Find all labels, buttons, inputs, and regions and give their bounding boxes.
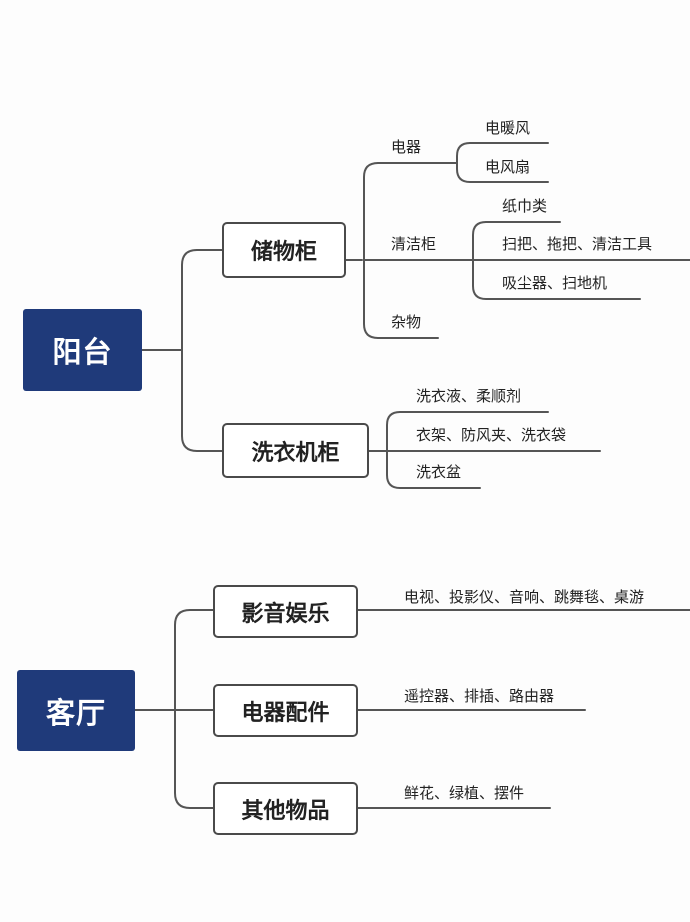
leaf-item: 鲜花、绿植、摆件: [404, 784, 525, 802]
branch-label: 储物柜: [250, 240, 317, 265]
root-label: 阳台: [52, 335, 113, 369]
leaf-item: 洗衣液、柔顺剂: [416, 387, 522, 405]
leaf-item: 电暖风: [485, 119, 531, 137]
branch-node-washer-cabinet: 洗衣机柜: [222, 423, 369, 478]
branch-label: 其他物品: [241, 798, 330, 824]
sub-label-misc: 杂物: [391, 313, 422, 331]
leaf-item: 衣架、防风夹、洗衣袋: [416, 426, 567, 444]
branch-label: 电器配件: [241, 700, 330, 726]
leaf-item: 扫把、拖把、清洁工具: [502, 235, 653, 253]
branch-node-storage-cabinet: 储物柜: [222, 222, 346, 278]
leaf-item: 电视、投影仪、音响、跳舞毯、桌游: [404, 588, 645, 606]
root-node-balcony: 阳台: [23, 309, 142, 391]
sub-label-appliances: 电器: [391, 138, 422, 156]
branch-label: 影音娱乐: [241, 601, 330, 627]
sub-label-cleaning-cabinet: 清洁柜: [391, 235, 437, 253]
leaf-item: 电风扇: [485, 158, 531, 176]
leaf-item: 纸巾类: [502, 197, 548, 215]
branch-node-appliance-accessories: 电器配件: [213, 684, 358, 737]
root-node-living-room: 客厅: [17, 670, 135, 751]
leaf-item: 吸尘器、扫地机: [502, 274, 608, 292]
leaf-item: 遥控器、排插、路由器: [404, 687, 555, 705]
leaf-item: 洗衣盆: [416, 463, 462, 481]
root-label: 客厅: [45, 695, 106, 730]
branch-node-other-items: 其他物品: [213, 782, 358, 835]
branch-node-av-entertainment: 影音娱乐: [213, 585, 358, 638]
branch-label: 洗衣机柜: [251, 440, 340, 466]
